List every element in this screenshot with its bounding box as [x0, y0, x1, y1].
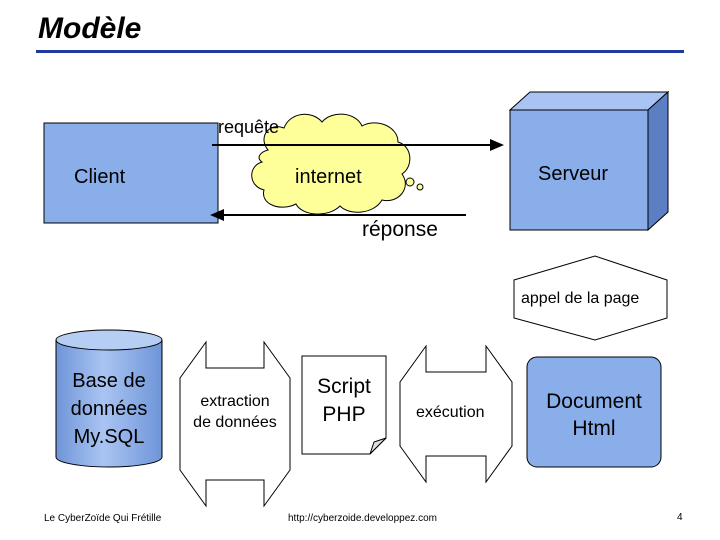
script-php-label-line1: Script [317, 375, 371, 398]
script-php-label-line2: PHP [322, 403, 366, 426]
response-arrow [210, 209, 466, 221]
page-call-shape [513, 255, 668, 341]
document-html-label-line1: Document [546, 390, 642, 413]
database-cylinder [55, 329, 163, 468]
script-php-shape [301, 355, 387, 455]
execution-label: exécution [416, 404, 485, 421]
cloud-bubble-small [416, 183, 424, 191]
page-call-label: appel de la page [521, 290, 640, 307]
server-label: Serveur [538, 163, 609, 185]
script-php-label: Script PHP [302, 373, 386, 429]
internet-label: internet [295, 166, 362, 188]
document-html-label-line2: Html [572, 417, 616, 440]
document-html-label: Document Html [527, 388, 661, 442]
document-html-box [526, 356, 662, 468]
slide-title: Modèle [38, 12, 142, 45]
database-label-line3: My.SQL [73, 426, 145, 448]
cloud-bubble-large [405, 177, 415, 187]
response-label: réponse [362, 218, 438, 241]
extraction-label-line1: extraction [200, 393, 270, 410]
extraction-label: extraction de données [182, 391, 288, 433]
extraction-label-line2: de données [193, 414, 277, 431]
request-arrow [212, 139, 504, 151]
page-number: 4 [677, 512, 683, 523]
client-label: Client [74, 166, 126, 188]
footer-left: Le CyberZoïde Qui Frétille [44, 513, 162, 524]
server-box [508, 90, 670, 232]
title-underline [36, 50, 684, 53]
database-label-line2: données [70, 398, 148, 420]
request-label: requête [218, 117, 280, 137]
database-label-line1: Base de [72, 370, 146, 392]
extraction-arrow [179, 340, 291, 508]
client-box [43, 122, 219, 224]
execution-arrow [399, 344, 513, 484]
database-label: Base de données My.SQL [56, 367, 162, 451]
internet-cloud [251, 113, 411, 215]
footer-url: http://cyberzoide.developpez.com [288, 513, 437, 524]
